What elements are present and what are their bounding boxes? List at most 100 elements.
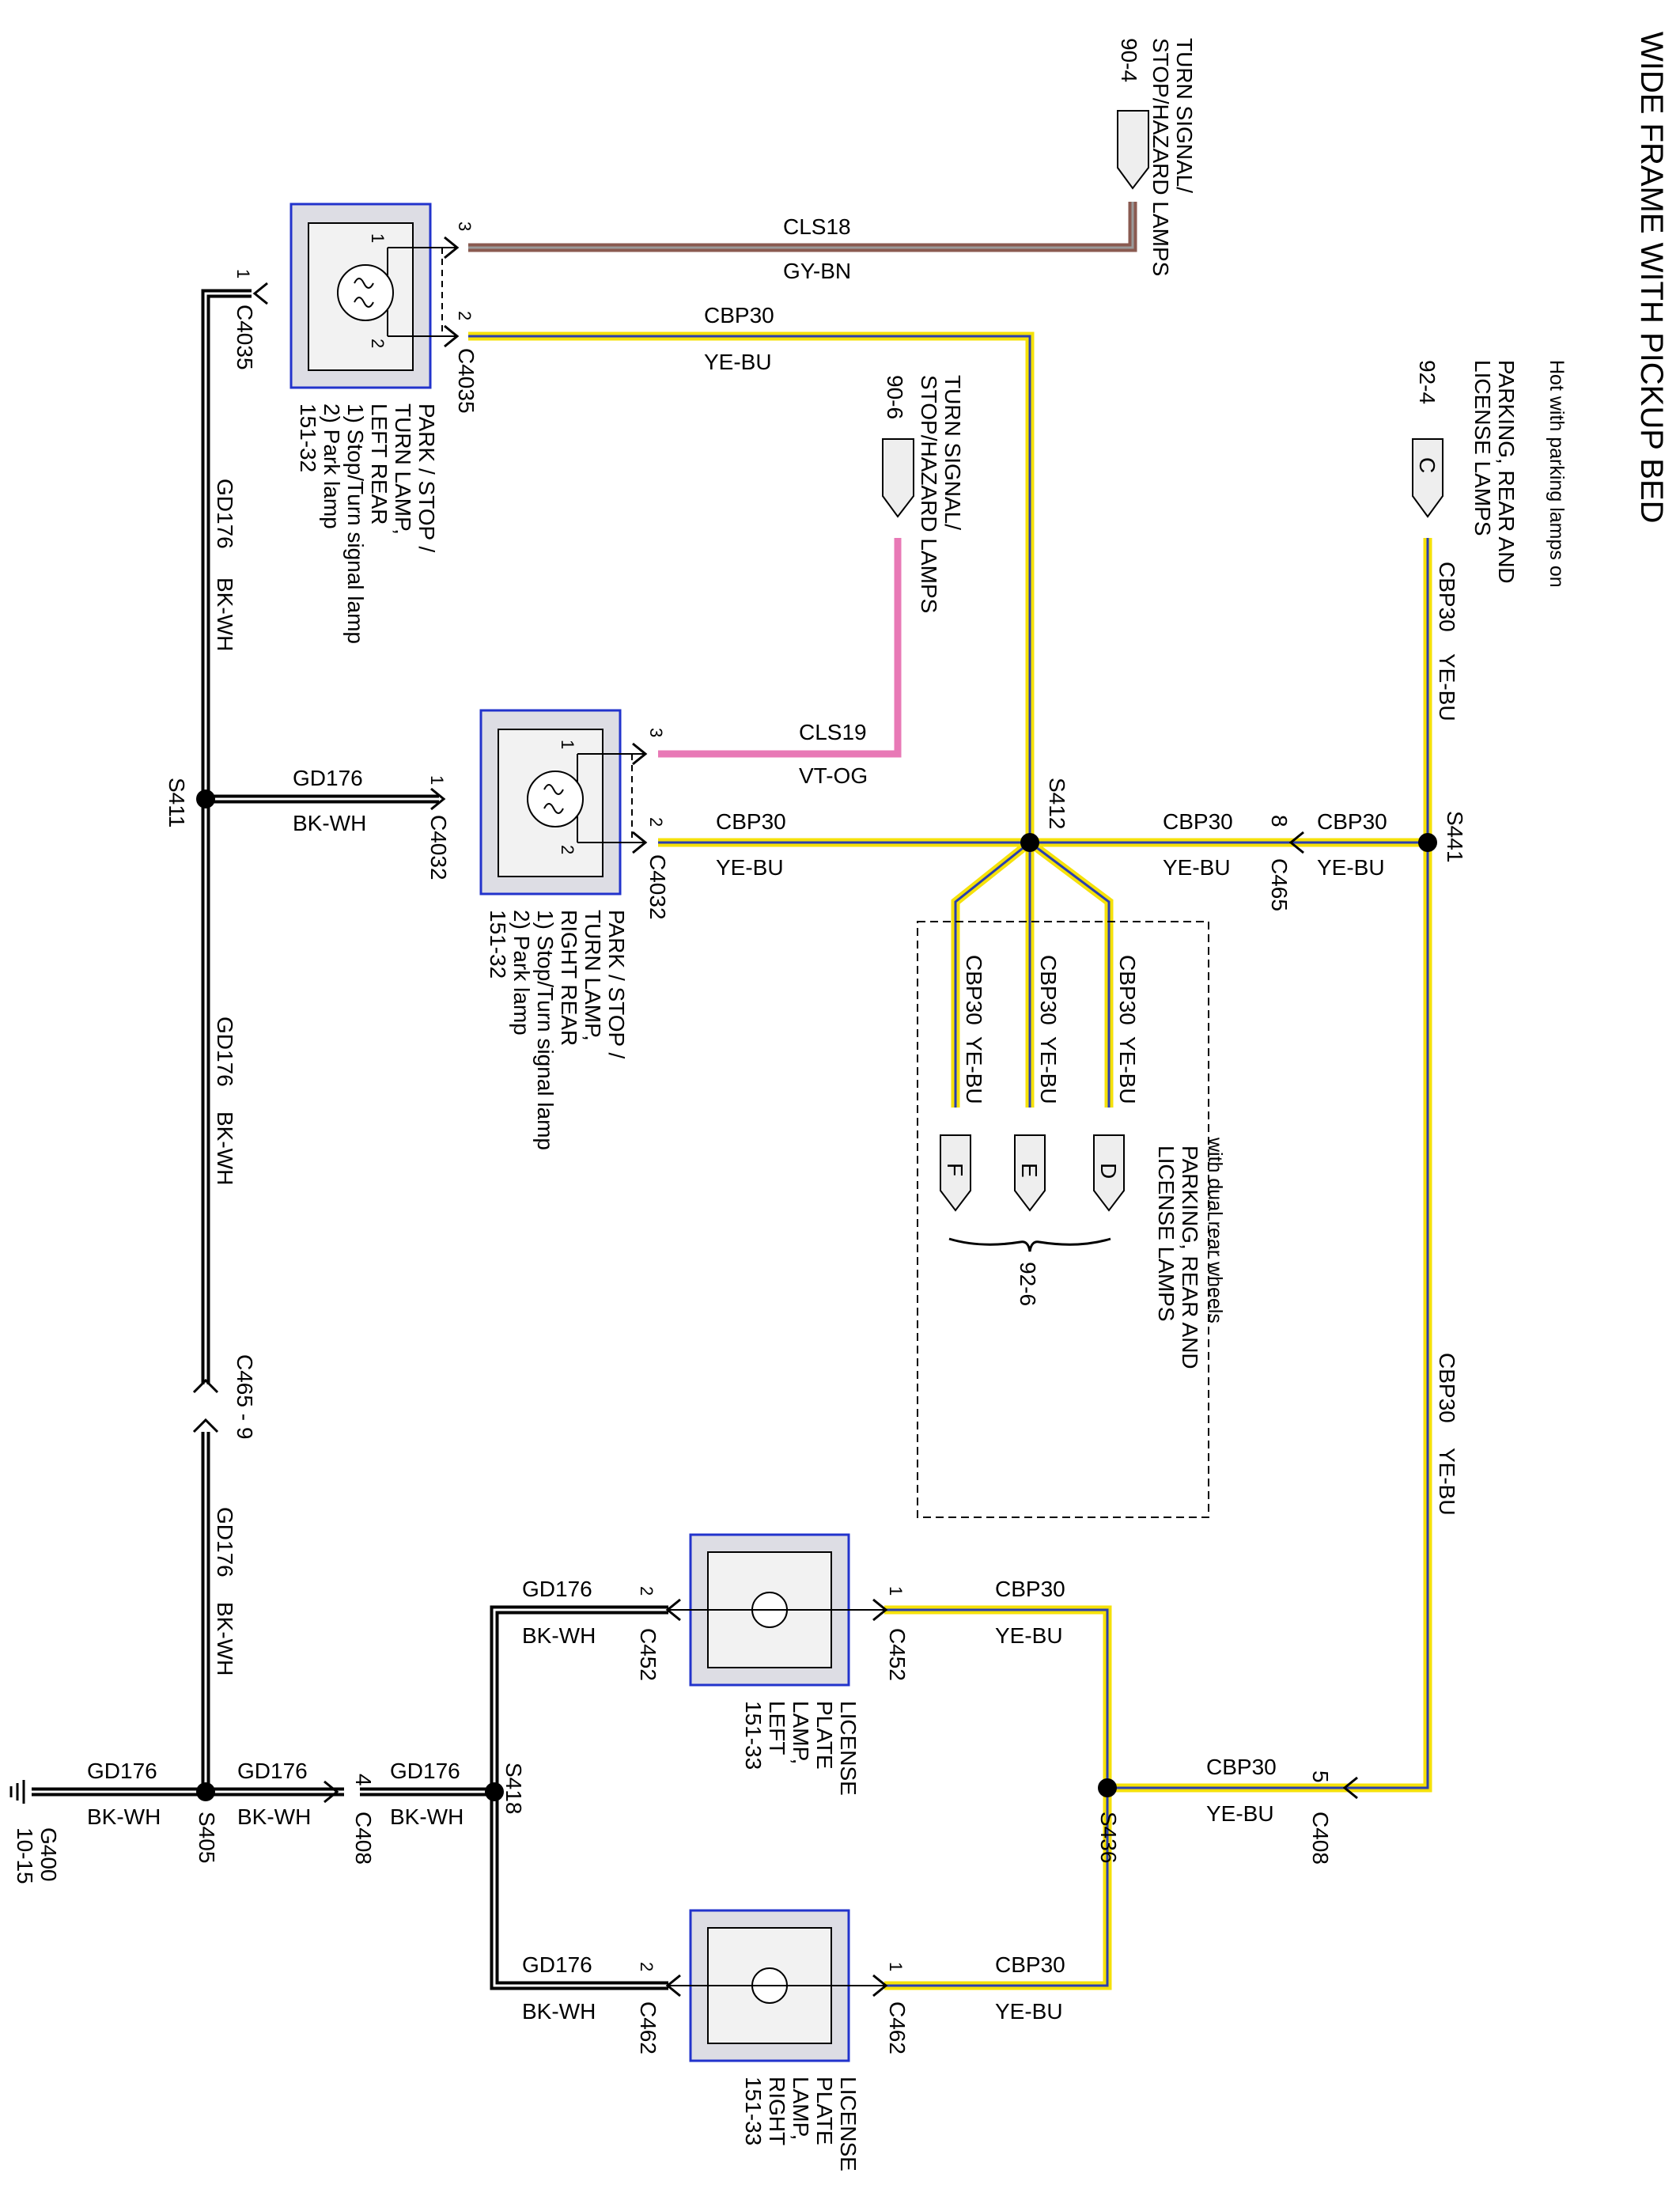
lr-name-5: 2) Park lamp [320, 403, 344, 529]
ll-name-5: 151-33 [741, 1701, 766, 1770]
gd176-v1-color: BK-WH [213, 577, 237, 651]
cbp30-v2-circuit: CBP30 [1435, 1353, 1459, 1423]
splice-s441 [1418, 833, 1437, 852]
lamp-license-left [668, 1533, 884, 1687]
dual-name-2: LICENSE LAMPS [1154, 1145, 1179, 1322]
c408-gnd-label: C408 [351, 1812, 376, 1865]
gd176-lic-right-color: BK-WH [522, 1999, 596, 2024]
rr-name-5: 2) Park lamp [509, 910, 534, 1036]
splice-s411 [196, 790, 215, 808]
gd176-v2-circuit: GD176 [213, 1017, 237, 1087]
offpage-90-6 [882, 438, 914, 518]
ll-pin1: 1 [886, 1586, 906, 1596]
source-parking-name-1: PARKING, REAR AND [1494, 360, 1519, 584]
cls18-circuit: CLS18 [783, 214, 851, 239]
splice-s405 [196, 1782, 215, 1801]
s411-label: S411 [165, 778, 189, 827]
rr-pin1: 1 [558, 740, 577, 749]
ll-name-1: LICENSE [836, 1701, 861, 1796]
lrt-name-5: 151-33 [741, 2077, 766, 2145]
lrt-pin1: 1 [886, 1962, 906, 1971]
splice-s436 [1098, 1778, 1117, 1797]
c4032-right: C4032 [645, 854, 670, 920]
gd176-c408-color: BK-WH [390, 1804, 464, 1829]
dual-ref: 92-6 [1016, 1262, 1040, 1306]
lr-pin1-ext: 1 [233, 269, 253, 278]
lrt-name-3: LAMP, [789, 2077, 813, 2140]
offpage-90-4 [1117, 110, 1149, 190]
cbp30-b3-color: YE-BU [1115, 1036, 1140, 1104]
cbp30-rr-circuit: CBP30 [716, 809, 786, 834]
lrt-pin2: 2 [637, 1962, 656, 1971]
wire-cls19 [658, 538, 902, 758]
cbp30-c408-circuit: CBP30 [1206, 1755, 1277, 1779]
wire-cbp30-s441-vertical [1337, 538, 1432, 1793]
c465-9-connector [192, 1378, 219, 1433]
ll-name-4: LEFT [765, 1701, 789, 1755]
page-title: WIDE FRAME WITH PICKUP BED [1634, 32, 1669, 524]
ll-name-2: PLATE [812, 1701, 837, 1770]
gd176-v1-circuit: GD176 [213, 479, 237, 549]
cbp30-s441-color: YE-BU [1317, 855, 1385, 880]
gd176-v3-color: BK-WH [213, 1602, 237, 1676]
rr-pin1-ext: 1 [427, 775, 447, 785]
c462-left: C462 [636, 2001, 660, 2054]
lrt-name-1: LICENSE [836, 2077, 861, 2172]
lr-name-1: PARK / STOP / [414, 403, 439, 553]
lrt-name-4: RIGHT [765, 2077, 789, 2145]
gd176-lic-left-circuit: GD176 [522, 1577, 592, 1601]
cbp30-c408-color: YE-BU [1206, 1801, 1274, 1826]
wire-cls18 [468, 202, 1137, 252]
gd176-h1-color: BK-WH [293, 811, 366, 835]
source-mid-ref: 90-6 [883, 375, 907, 419]
rr-name-6: 151-32 [486, 910, 510, 979]
ll-name-3: LAMP, [789, 1701, 813, 1764]
source-mid-name-2: STOP/HAZARD LAMPS [917, 375, 941, 613]
s412-label: S412 [1045, 778, 1069, 829]
lr-pin2-int: 2 [368, 339, 388, 348]
offpage-92-4 [1412, 438, 1444, 518]
cbp30-b1-circuit: CBP30 [962, 955, 986, 1025]
source-left-ref: 90-4 [1117, 38, 1141, 82]
cbp30-b1-color: YE-BU [962, 1036, 986, 1104]
source-mid-name-1: TURN SIGNAL/ [940, 375, 965, 530]
cls19-color: VT-OG [799, 763, 868, 788]
gd176-c408-circuit: GD176 [390, 1759, 460, 1783]
source-parking-pin: C [1415, 457, 1440, 473]
ll-pin2: 2 [637, 1586, 656, 1596]
cbp30-lic-right-circuit: CBP30 [995, 1952, 1065, 1977]
c465-pin: 8 [1267, 815, 1292, 827]
cls18-color: GY-BN [783, 259, 851, 283]
wire-gd176 [32, 289, 668, 1990]
rr-pin2-int: 2 [558, 845, 577, 854]
cbp30-b2-color: YE-BU [1036, 1036, 1061, 1104]
c4035-right: C4035 [454, 348, 479, 414]
s405-label: S405 [195, 1812, 219, 1863]
c465-9-label: C465 - 9 [233, 1354, 257, 1439]
rr-pin3: 3 [646, 728, 666, 737]
cls19-circuit: CLS19 [799, 720, 867, 744]
source-left-name-2: STOP/HAZARD LAMPS [1148, 38, 1173, 276]
wire-cbp30-left [468, 331, 1035, 843]
cbp30-b3-circuit: CBP30 [1115, 955, 1140, 1025]
gd176-g-circuit: GD176 [87, 1759, 157, 1783]
s441-label: S441 [1443, 811, 1467, 862]
lamp-right-rear [479, 709, 645, 896]
lr-pin1: 1 [368, 233, 388, 243]
cbp30-c465-circuit: CBP30 [1163, 809, 1233, 834]
cbp30-lic-left-color: YE-BU [995, 1623, 1063, 1648]
lr-name-2: TURN LAMP, [391, 403, 415, 535]
gd176-lic-right-circuit: GD176 [522, 1952, 592, 1977]
ground-name: G400 [36, 1827, 61, 1882]
dual-name-1: PARKING, REAR AND [1178, 1145, 1202, 1369]
gd176-h1-circuit: GD176 [293, 766, 363, 790]
lamp-left-rear [289, 203, 457, 389]
cbp30-v2-color: YE-BU [1435, 1448, 1459, 1516]
wire-cbp30-license [884, 1605, 1337, 1990]
splice-s412 [1020, 833, 1039, 852]
lr-name-3: LEFT REAR [367, 403, 392, 525]
c4032-left: C4032 [426, 815, 451, 880]
cbp30-s441-circuit: CBP30 [1317, 809, 1387, 834]
cbp30-rr-color: YE-BU [716, 855, 784, 880]
s436-label: S436 [1096, 1812, 1121, 1863]
